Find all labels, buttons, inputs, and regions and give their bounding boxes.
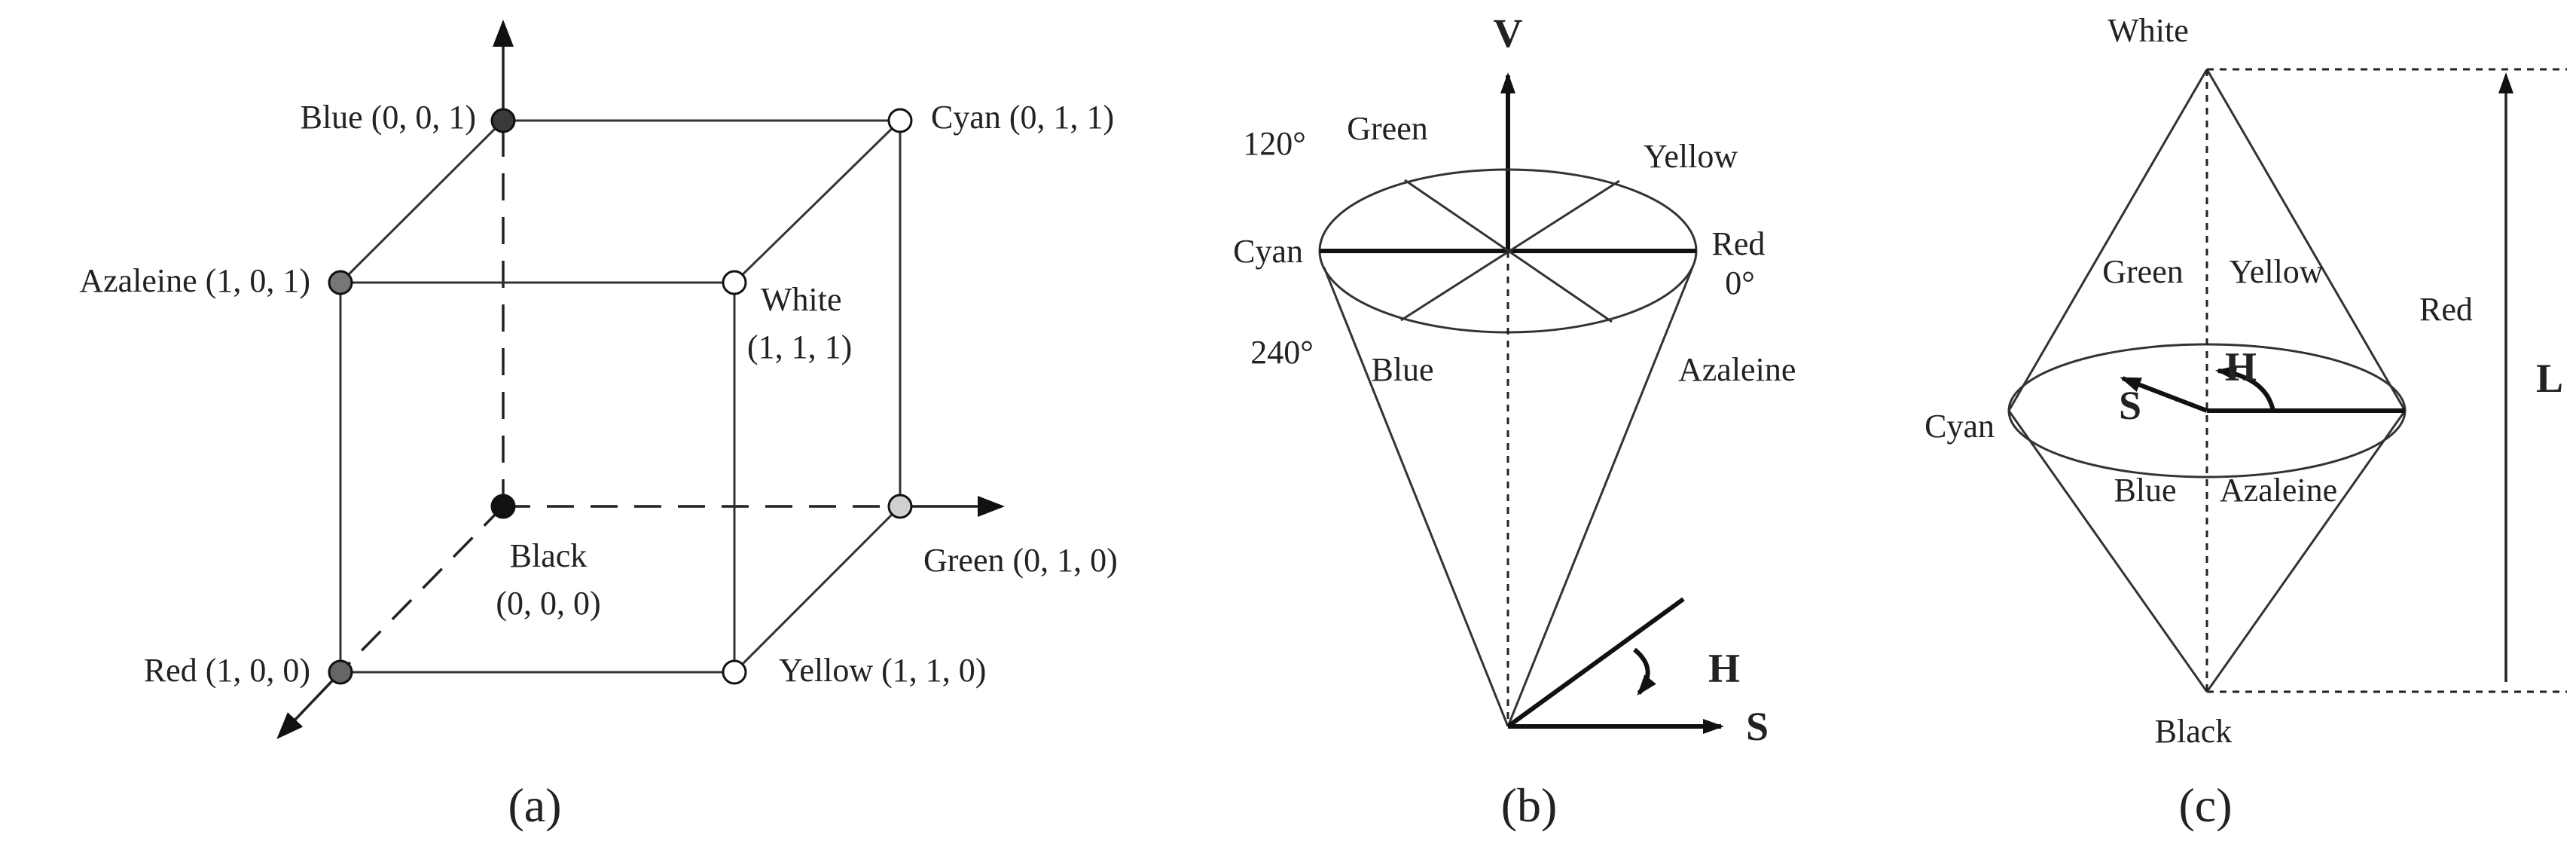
label-green: Green (0, 1, 0) xyxy=(923,542,1118,579)
label-green: Green xyxy=(2102,253,2184,290)
hue-rotation-arrow xyxy=(1633,647,1656,696)
label-azaleine: Azaleine xyxy=(2220,472,2337,509)
label-blue: Blue (0, 0, 1) xyxy=(301,99,476,136)
axis-r-dashed xyxy=(339,505,505,674)
label-black: Black xyxy=(2155,713,2233,750)
label-axis-s: S xyxy=(2119,383,2141,428)
label-white: White xyxy=(2107,12,2189,49)
vertex-white xyxy=(722,270,747,295)
caption-b: (b) xyxy=(1501,778,1558,832)
vertex-red xyxy=(328,659,353,685)
label-black-name: Black xyxy=(510,537,588,574)
cone-upper-left xyxy=(2007,69,2208,411)
label-red: Red xyxy=(2419,291,2473,328)
label-blue: Blue xyxy=(1371,351,1433,388)
label-azaleine: Azaleine (1, 0, 1) xyxy=(79,262,310,299)
label-deg-240: 240° xyxy=(1250,334,1314,371)
vertex-cyan xyxy=(887,108,913,133)
cube-edge xyxy=(733,505,902,674)
cone-upper-right xyxy=(2205,69,2407,411)
label-axis-s: S xyxy=(1746,704,1769,749)
label-axis-v: V xyxy=(1494,11,1523,56)
axis-r-arrow xyxy=(276,671,342,739)
label-cyan: Cyan (0, 1, 1) xyxy=(931,99,1114,136)
label-axis-l: L xyxy=(2536,356,2563,401)
cone-lower-left xyxy=(2007,410,2208,693)
hue-rotation-arrow xyxy=(2215,365,2275,411)
vertex-blue xyxy=(490,108,516,133)
label-yellow: Yellow xyxy=(1644,138,1738,175)
hue-sector-yellow-blue xyxy=(1400,179,1620,322)
label-cyan: Cyan xyxy=(1233,233,1303,270)
label-black-coords: (0, 0, 0) xyxy=(496,585,600,622)
label-red: Red xyxy=(1712,225,1766,262)
label-deg-120: 120° xyxy=(1243,125,1306,162)
axis-h-line xyxy=(1506,597,1685,729)
caption-a: (a) xyxy=(508,778,561,832)
axis-s xyxy=(2120,376,2208,413)
panel-c-hsl-double-cone: L H S White Black Green Yellow Red Cyan … xyxy=(1924,12,2567,832)
panel-a-rgb-cube: Blue (0, 0, 1) Cyan (0, 1, 1) Azaleine (… xyxy=(79,20,1118,832)
label-axis-h: H xyxy=(2225,344,2257,390)
label-cyan: Cyan xyxy=(1924,408,1995,445)
label-axis-h: H xyxy=(1708,646,1740,691)
vertex-black xyxy=(490,494,516,519)
cone-side-right xyxy=(1506,267,1694,727)
caption-c: (c) xyxy=(2178,778,2232,832)
cone-side-left xyxy=(1323,267,1509,727)
label-azaleine: Azaleine xyxy=(1678,351,1796,388)
label-deg-0: 0° xyxy=(1725,264,1755,301)
label-green: Green xyxy=(1347,110,1428,147)
label-yellow: Yellow (1, 1, 0) xyxy=(779,652,986,689)
label-blue: Blue xyxy=(2114,472,2176,509)
cube-edge xyxy=(733,119,902,284)
vertex-yellow xyxy=(722,659,747,685)
vertex-green xyxy=(887,494,913,519)
label-red: Red (1, 0, 0) xyxy=(144,652,310,689)
panel-b-hsv-cone: V H S 120° Green Yellow Cyan Red 0° 240°… xyxy=(1233,11,1796,832)
label-white-coords: (1, 1, 1) xyxy=(747,329,852,365)
label-yellow: Yellow xyxy=(2229,253,2323,290)
cube-edge xyxy=(339,119,505,284)
vertex-azaleine xyxy=(328,270,353,295)
cone-lower-right xyxy=(2205,410,2407,693)
label-white-name: White xyxy=(761,281,842,318)
